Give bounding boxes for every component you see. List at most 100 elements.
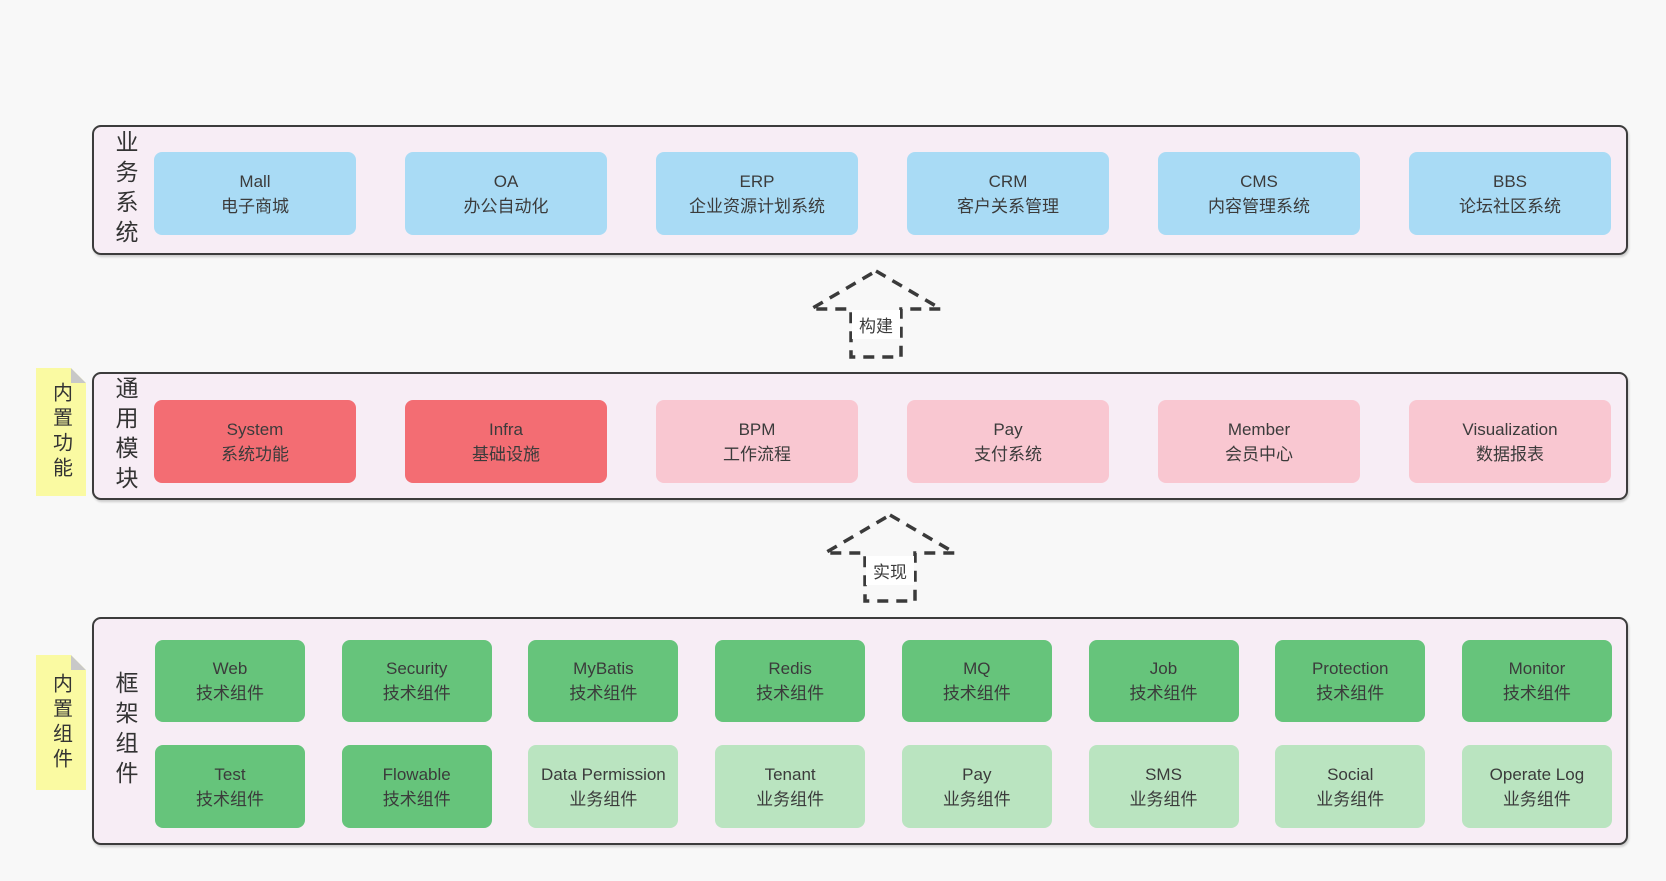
box-data-permission: Data Permission 业务组件 [528,745,679,828]
box-title: Web [212,659,248,678]
box-subtitle: 支付系统 [974,444,1042,464]
box-sms: SMS 业务组件 [1088,745,1239,828]
up-arrow-icon [822,512,958,603]
layer-side-label-text: 框架组件 [112,671,138,791]
sticky-note-text: 内置功能 [49,382,72,482]
sticky-fold-corner-icon [71,368,86,383]
components-row-1: Web 技术组件 Security 技术组件 MyBatis 技术组件 Redi… [155,640,1612,722]
box-title: OA [493,171,519,191]
box-redis: Redis 技术组件 [715,640,866,722]
layer-side-label: 业务系统 [104,127,146,253]
box-tenant: Tenant 业务组件 [715,745,866,828]
box-title: Job [1149,659,1178,678]
box-job: Job 技术组件 [1088,640,1239,722]
box-title: Monitor [1508,659,1566,678]
box-title: Protection [1311,659,1389,678]
box-title: Redis [768,659,812,678]
box-subtitle: 技术组件 [1502,684,1571,703]
box-web: Web 技术组件 [155,640,305,722]
box-mq: MQ 技术组件 [901,640,1052,722]
box-subtitle: 业务组件 [942,789,1011,809]
box-title: Data Permission [541,764,666,784]
box-operate-log: Operate Log 业务组件 [1461,745,1612,828]
box-subtitle: 电子商城 [221,196,289,216]
box-subtitle: 论坛社区系统 [1459,196,1561,216]
box-pay-system: Pay 支付系统 [907,400,1109,483]
box-erp: ERP 企业资源计划系统 [656,152,858,235]
box-title: MQ [963,659,991,678]
box-monitor: Monitor 技术组件 [1461,640,1612,722]
box-member: Member 会员中心 [1158,400,1360,483]
box-flowable: Flowable 技术组件 [341,745,492,828]
box-subtitle: 办公自动化 [463,196,549,216]
box-subtitle: 技术组件 [196,684,264,703]
box-crm: CRM 客户关系管理 [907,152,1109,235]
box-title: Infra [488,419,524,439]
box-social: Social 业务组件 [1275,745,1426,828]
components-row-2: Test 技术组件 Flowable 技术组件 Data Permission … [155,745,1612,828]
layer-common-modules: 通用模块 System 系统功能 Infra 基础设施 BPM 工作流程 Pay… [92,372,1628,500]
box-infra: Infra 基础设施 [405,400,607,483]
box-subtitle: 基础设施 [472,444,540,464]
box-bbs: BBS 论坛社区系统 [1409,152,1611,235]
layer-side-label-text: 通用模块 [112,376,138,496]
box-title: SMS [1145,764,1182,784]
sticky-fold-corner-icon [71,655,86,670]
box-test: Test 技术组件 [155,745,305,828]
box-subtitle: 内容管理系统 [1208,196,1310,216]
box-subtitle: 会员中心 [1225,444,1293,464]
box-subtitle: 企业资源计划系统 [689,196,825,216]
box-cms: CMS 内容管理系统 [1158,152,1360,235]
box-subtitle: 业务组件 [756,789,825,809]
box-title: Social [1327,764,1374,784]
box-subtitle: 技术组件 [756,684,825,703]
box-title: Member [1227,419,1291,439]
box-subtitle: 技术组件 [196,789,264,809]
box-subtitle: 数据报表 [1476,444,1544,464]
box-subtitle: 业务组件 [1502,789,1571,809]
box-title: Security [385,659,448,678]
box-title: Test [214,764,246,784]
box-title: Mall [239,171,271,191]
box-title: BPM [738,419,776,439]
arrow-label-implement: 实现 [866,556,914,585]
box-subtitle: 技术组件 [382,684,451,703]
box-title: CRM [988,171,1028,191]
box-title: Operate Log [1489,764,1585,784]
box-oa: OA 办公自动化 [405,152,607,235]
box-protection: Protection 技术组件 [1275,640,1426,722]
box-subtitle: 系统功能 [221,444,289,464]
box-subtitle: 技术组件 [382,789,451,809]
layer-framework-components: 框架组件 Web 技术组件 Security 技术组件 MyBatis 技术组件… [92,617,1628,845]
sticky-note-text: 内置组件 [49,672,72,773]
layer-side-label: 框架组件 [104,619,146,843]
sticky-note-built-in-components: 内置组件 [36,655,86,790]
box-title: Tenant [764,764,816,784]
layer-side-label: 通用模块 [104,374,146,498]
box-title: ERP [739,171,775,191]
box-title: Flowable [382,764,451,784]
box-title: CMS [1240,171,1278,191]
arrow-label-build: 构建 [852,310,900,339]
box-title: Visualization [1462,419,1558,439]
box-subtitle: 技术组件 [569,684,638,703]
box-subtitle: 业务组件 [1129,789,1198,809]
box-security: Security 技术组件 [341,640,492,722]
box-subtitle: 技术组件 [1129,684,1198,703]
sticky-note-built-in-features: 内置功能 [36,368,86,496]
box-mybatis: MyBatis 技术组件 [528,640,679,722]
modules-boxes-row: System 系统功能 Infra 基础设施 BPM 工作流程 Pay 支付系统… [154,400,1611,483]
box-title: Pay [993,419,1023,439]
layer-side-label-text: 业务系统 [112,130,138,250]
box-mall: Mall 电子商城 [154,152,356,235]
business-boxes-row: Mall 电子商城 OA 办公自动化 ERP 企业资源计划系统 CRM 客户关系… [154,152,1611,235]
box-title: System [226,419,284,439]
box-subtitle: 业务组件 [569,789,638,809]
layer-business-systems: 业务系统 Mall 电子商城 OA 办公自动化 ERP 企业资源计划系统 CRM… [92,125,1628,255]
box-title: MyBatis [573,659,634,678]
box-subtitle: 客户关系管理 [957,196,1059,216]
box-pay-component: Pay 业务组件 [901,745,1052,828]
up-arrow-icon [808,268,944,359]
box-bpm: BPM 工作流程 [656,400,858,483]
box-visualization: Visualization 数据报表 [1409,400,1611,483]
